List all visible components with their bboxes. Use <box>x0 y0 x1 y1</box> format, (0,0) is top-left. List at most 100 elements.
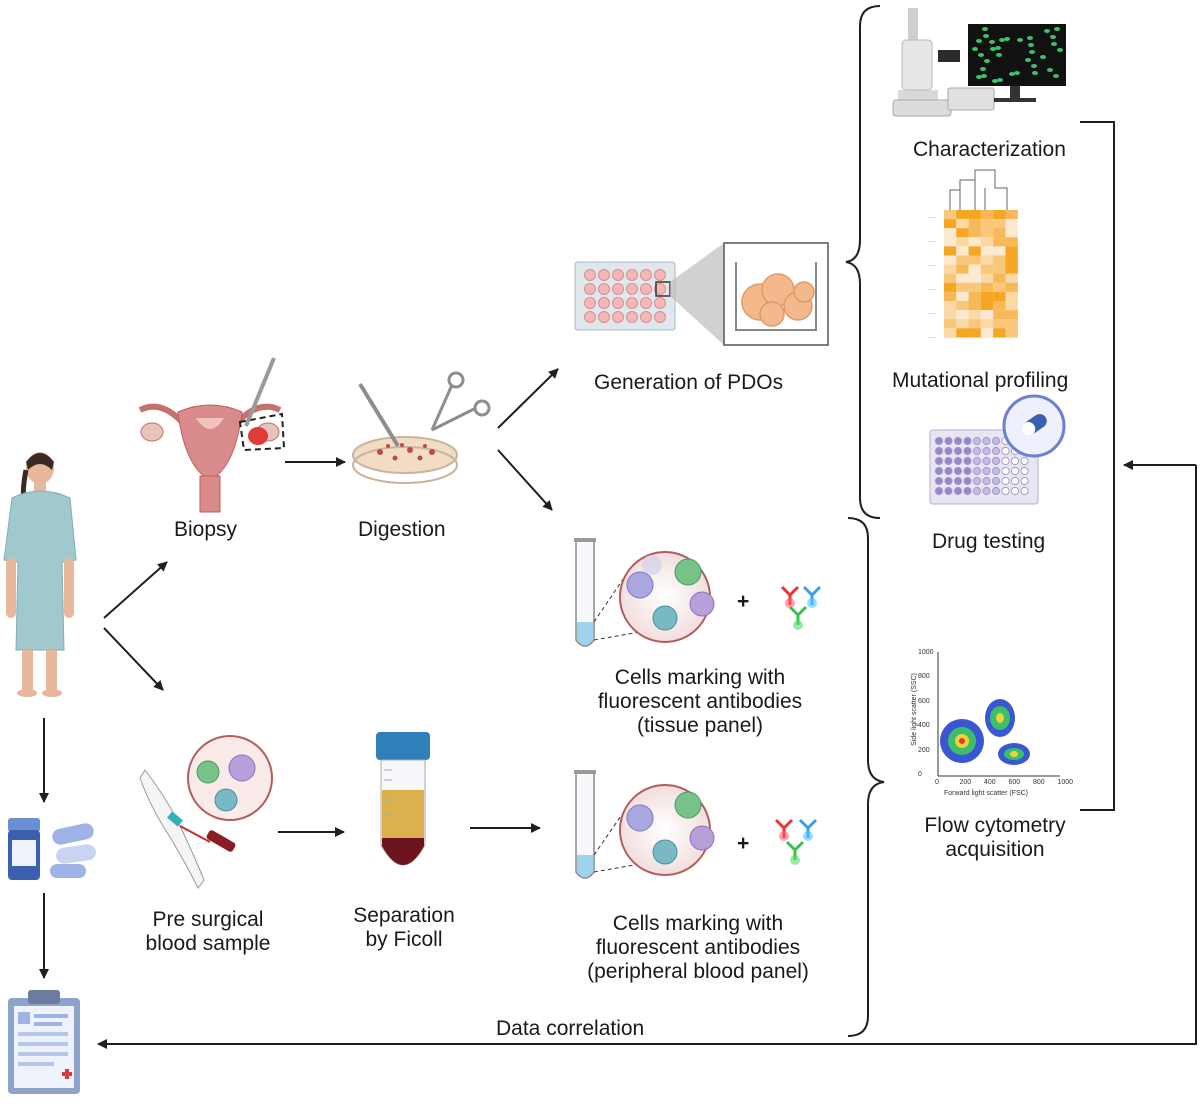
drug-well <box>991 476 1001 486</box>
flow-x-tick: 400 <box>984 779 996 786</box>
label-blood-sample: Pre surgical blood sample <box>138 908 278 956</box>
fluorescent-cell <box>997 78 1003 82</box>
heatmap-cell <box>968 282 981 292</box>
heatmap-cell <box>1005 228 1018 238</box>
drug-well <box>1001 486 1010 496</box>
fluorescent-cell <box>980 67 986 71</box>
drug-well <box>1020 486 1029 496</box>
plus-sign-tissue: + <box>737 590 750 613</box>
heatmap-cell <box>980 301 994 311</box>
pdo-well <box>640 297 652 309</box>
drug-well <box>953 466 963 476</box>
flow-x-tick: 200 <box>959 779 972 786</box>
drug-well <box>991 456 1001 466</box>
heatmap-cell <box>993 255 1006 265</box>
heatmap-cell <box>1005 273 1018 283</box>
heatmap-cell <box>944 219 957 229</box>
heatmap-cell <box>1005 219 1018 229</box>
pdo-well <box>640 269 652 281</box>
heatmap-cell <box>980 273 994 283</box>
label-separation: Separation by Ficoll <box>344 904 464 952</box>
drug-well <box>963 456 972 466</box>
fluorescent-cell <box>1009 72 1015 76</box>
drug-well <box>944 476 953 486</box>
drug-well <box>944 436 953 446</box>
pdo-well <box>654 297 666 309</box>
fluorescent-cell <box>996 53 1002 57</box>
drug-well <box>991 466 1001 476</box>
drug-plate-icon <box>929 394 1066 505</box>
heatmap-cell <box>956 219 969 229</box>
label-mutational-profiling: Mutational profiling <box>892 369 1069 392</box>
pdo-well <box>598 297 610 309</box>
flow-population-2 <box>985 699 1015 737</box>
arrow-patient-to-blood <box>103 627 164 691</box>
drug-well <box>991 436 1001 446</box>
drug-well <box>972 486 982 496</box>
heatmap-cell <box>993 291 1006 301</box>
drug-well <box>972 466 982 476</box>
fluorescent-cell <box>1004 37 1010 41</box>
flow-x-tick: 600 <box>1008 779 1021 786</box>
heatmap-cell <box>993 210 1006 220</box>
heatmap-cell <box>956 210 969 220</box>
fluorescent-cell <box>972 47 978 51</box>
pdo-well <box>584 283 596 295</box>
heatmap-cell <box>993 228 1006 238</box>
medication-icon <box>8 818 96 880</box>
svg-text:------: ------ <box>928 310 937 315</box>
pdo-well <box>626 297 638 309</box>
drug-well <box>972 456 982 466</box>
label-cells-blood-line3: (peripheral blood panel) <box>587 960 809 983</box>
drug-well <box>953 436 963 446</box>
heatmap-cell <box>993 273 1006 283</box>
drug-well <box>944 466 953 476</box>
pdo-well <box>612 297 624 309</box>
fluorescent-cell <box>1044 29 1050 33</box>
svg-text:------: ------ <box>928 214 937 219</box>
fluorescent-cell <box>989 40 995 44</box>
drug-well <box>982 436 991 446</box>
drug-well <box>963 446 972 456</box>
heatmap-cell <box>944 264 957 274</box>
drug-well <box>972 446 982 456</box>
label-cells-tissue-line3: (tissue panel) <box>636 714 764 737</box>
label-blood-line1: Pre surgical <box>152 908 264 931</box>
heatmap-cell <box>968 219 981 229</box>
pdo-well <box>584 269 596 281</box>
flow-x-tick: 0 <box>935 779 939 786</box>
drug-well <box>1010 466 1020 476</box>
pdo-well <box>584 311 596 323</box>
heatmap-cell <box>956 246 969 256</box>
petri-dish-icon <box>352 371 491 484</box>
flow-y-tick: 0 <box>918 771 922 778</box>
drug-well <box>982 466 991 476</box>
flow-y-tick: 800 <box>918 673 930 680</box>
heatmap-cell <box>956 264 969 274</box>
label-flow-cytometry: Flow cytometry acquisition <box>905 814 1085 862</box>
heatmap-cell <box>980 291 994 301</box>
tissue-cells-circle <box>619 551 715 643</box>
label-digestion: Digestion <box>358 518 446 541</box>
fluorescent-cell <box>1017 38 1023 42</box>
heatmap-cell <box>1005 210 1018 220</box>
heatmap-cell <box>993 264 1006 274</box>
label-cells-tissue: Cells marking with fluorescent antibodie… <box>590 666 810 738</box>
flow-x-tick: 1000 <box>1057 779 1074 786</box>
svg-text:------: ------ <box>928 262 937 267</box>
heatmap-cell <box>956 237 969 247</box>
heatmap-cell <box>1005 301 1018 311</box>
drug-well <box>953 456 963 466</box>
drug-well <box>1020 476 1029 486</box>
flow-y-tick: 1000 <box>918 648 934 656</box>
flow-ylabel: Side light scatter (SSC) <box>910 673 918 746</box>
heatmap-cell <box>1005 237 1018 247</box>
fluorescent-cell <box>1057 48 1063 52</box>
label-flow-line1: Flow cytometry <box>924 814 1066 837</box>
heatmap-cell <box>968 210 981 220</box>
pdo-well <box>654 283 666 295</box>
label-cells-blood-line1: Cells marking with <box>612 912 784 935</box>
fluorescent-cell <box>1028 43 1034 47</box>
